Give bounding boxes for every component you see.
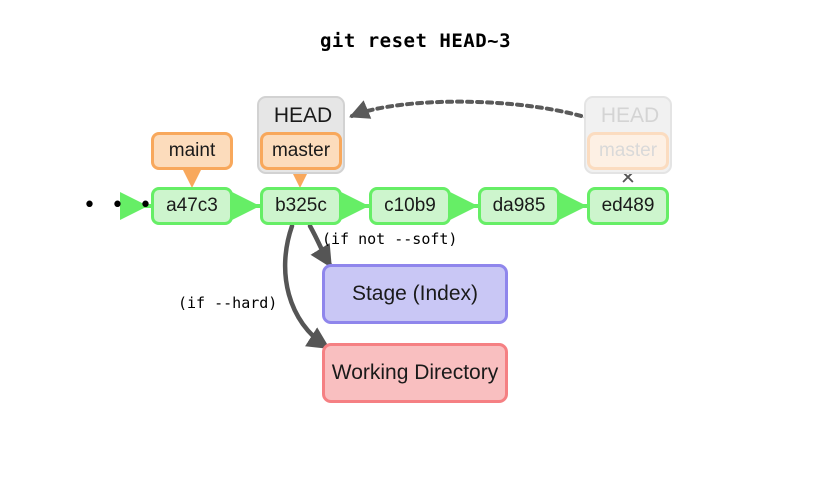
head-label-current: HEAD: [273, 104, 333, 127]
head-move-dashed-arrow: [349, 99, 602, 124]
reset-to-workdir-arrow: [282, 223, 331, 350]
working-directory-pane[interactable]: Working Directory: [322, 343, 508, 403]
commit-node-da985[interactable]: da985: [478, 187, 560, 225]
head-label-ghost: HEAD: [600, 104, 660, 127]
annotation-if-hard: (if --hard): [178, 294, 278, 312]
ref-label-master-ghost: master: [587, 132, 669, 170]
annotation-if-not-soft: (if not --soft): [322, 230, 458, 248]
stage-index-pane[interactable]: Stage (Index): [322, 264, 508, 324]
commit-node-c10b9[interactable]: c10b9: [369, 187, 451, 225]
ref-label-master-current[interactable]: master: [260, 132, 342, 170]
ref-label-maint[interactable]: maint: [151, 132, 233, 170]
commit-node-b325c[interactable]: b325c: [260, 187, 342, 225]
history-ellipsis: • • •: [83, 193, 156, 218]
commit-node-ed489[interactable]: ed489: [587, 187, 669, 225]
page-title: git reset HEAD~3: [319, 30, 512, 52]
commit-node-a47c3[interactable]: a47c3: [151, 187, 233, 225]
